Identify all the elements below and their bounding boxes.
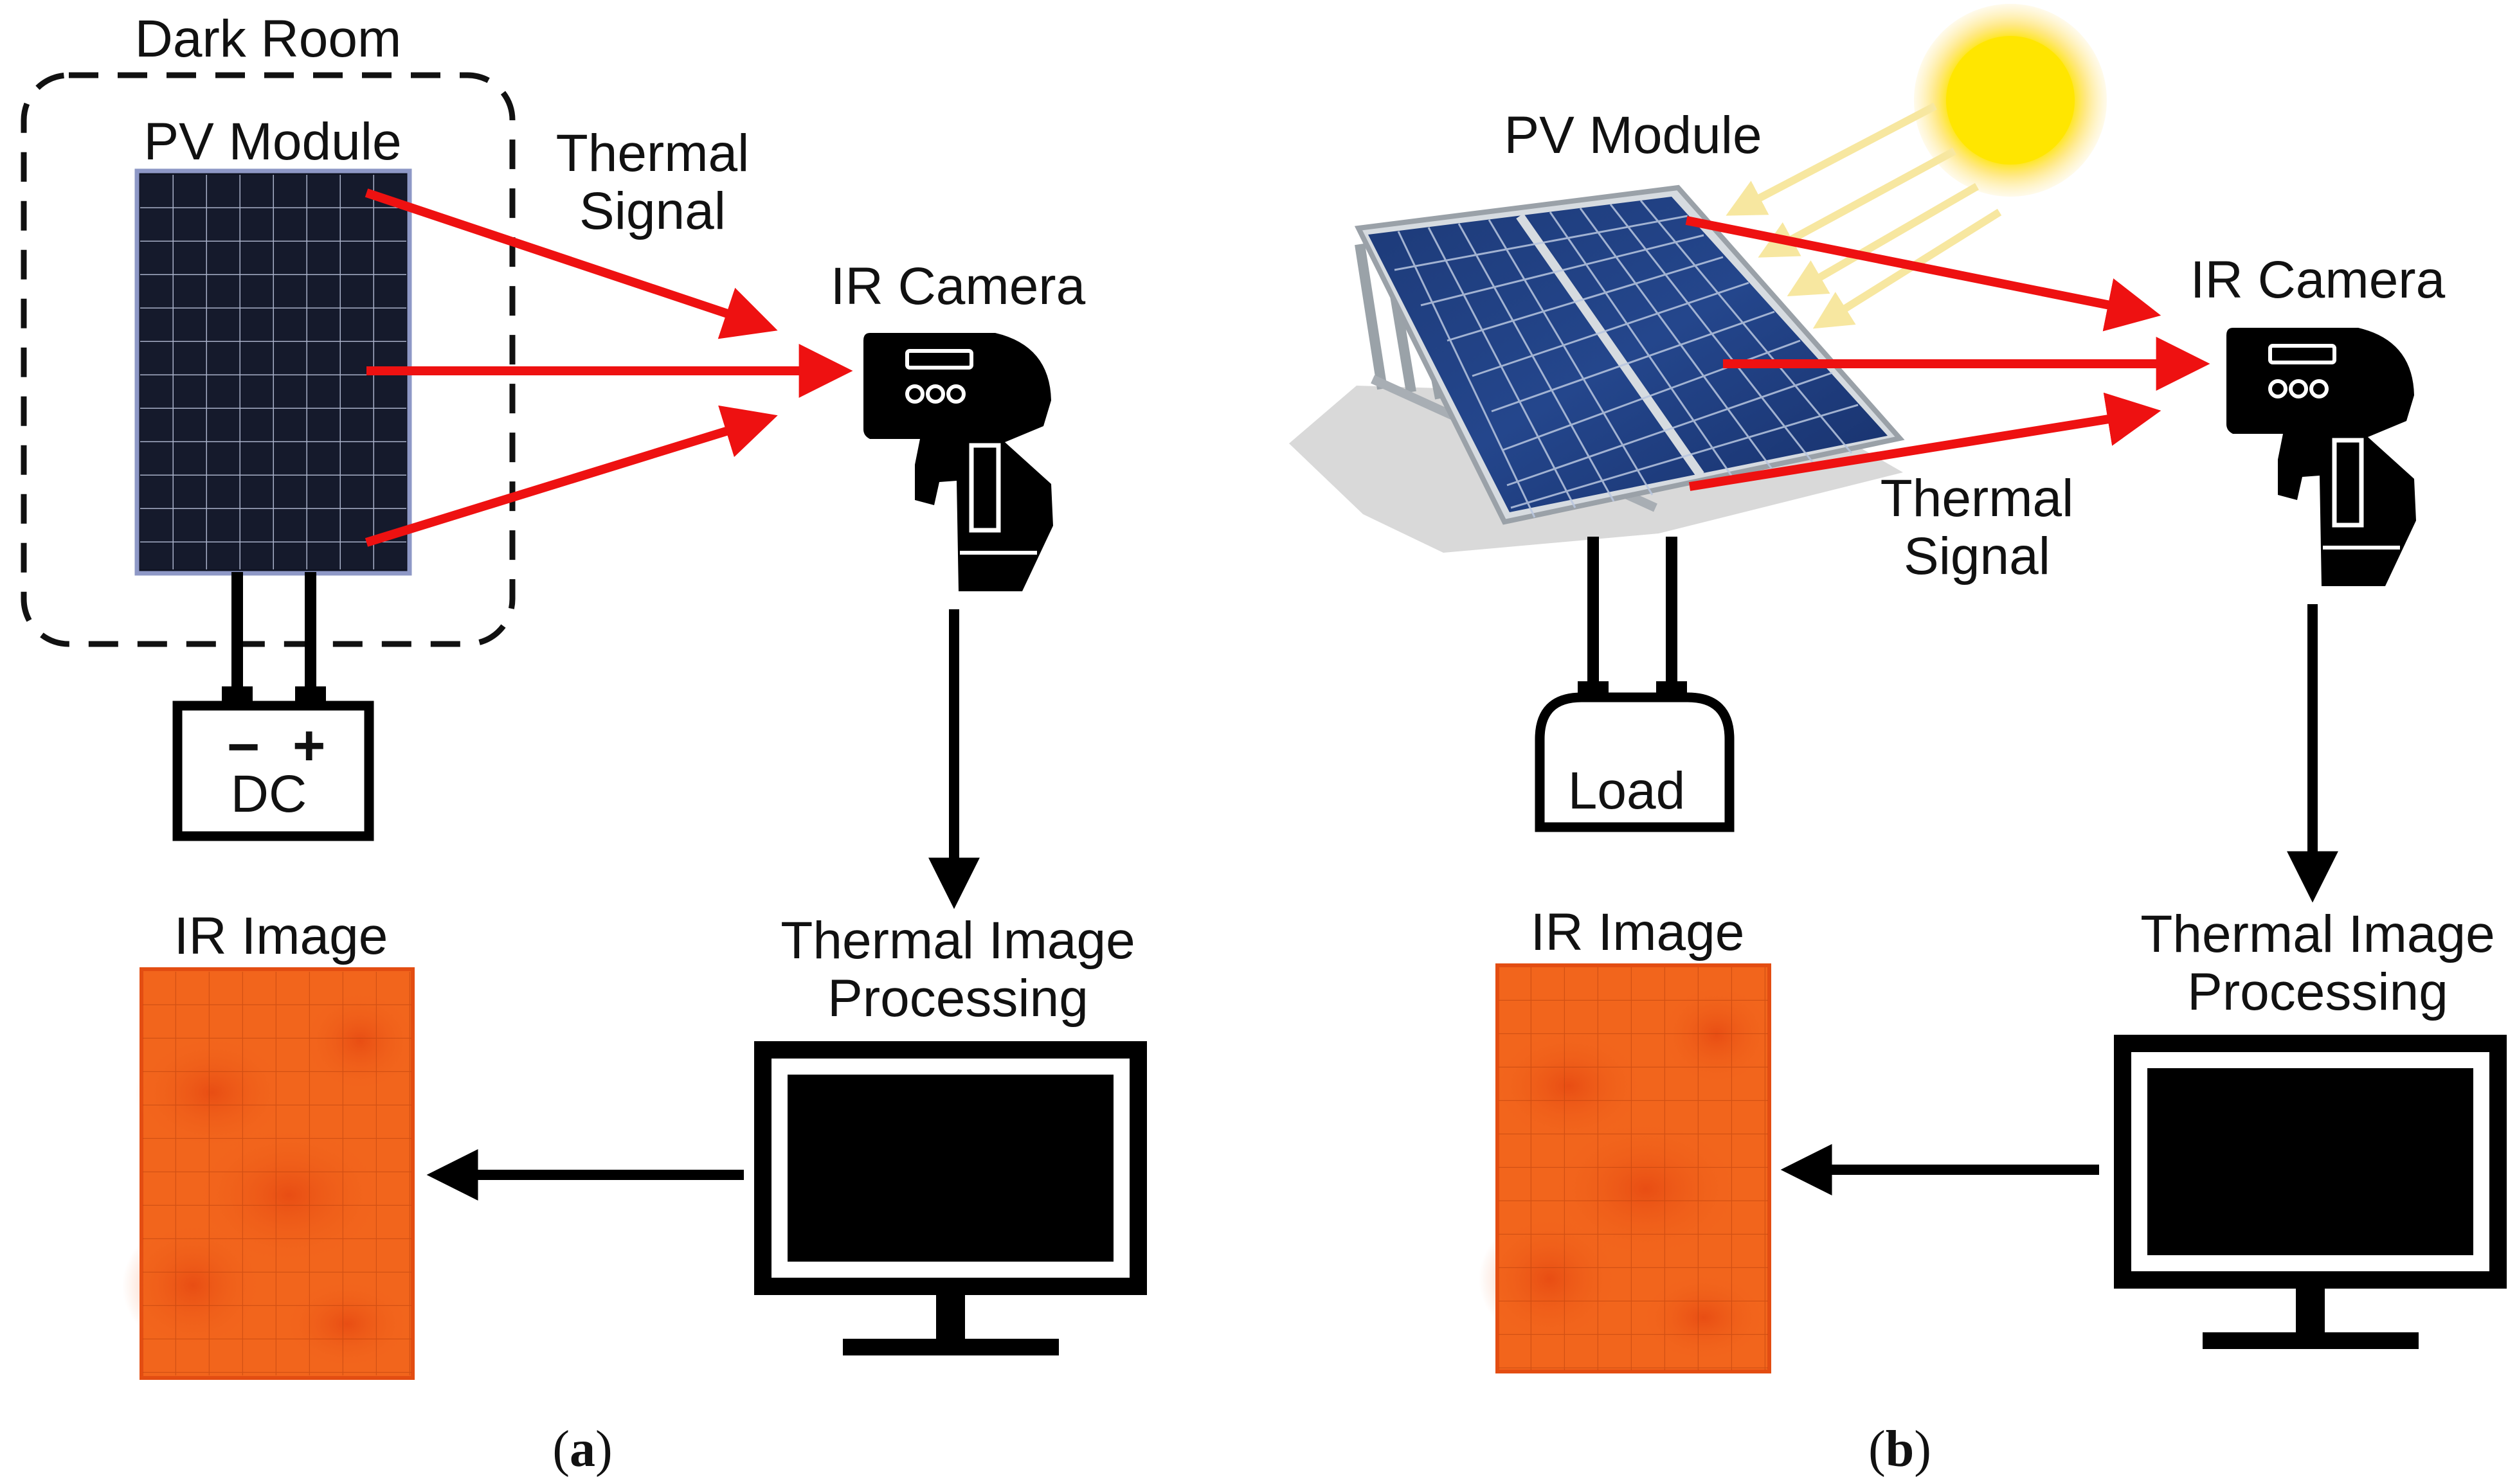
thermal-signal-arrows-b — [1685, 216, 2210, 491]
ir-image-label-a: IR Image — [174, 907, 388, 965]
load-wires — [1578, 537, 1687, 698]
processing-label-b-line2: Processing — [2187, 963, 2448, 1021]
dc-wires — [222, 572, 326, 704]
dc-plus-symbol: + — [293, 713, 326, 777]
processing-label-b-line1: Thermal Image — [2140, 905, 2495, 963]
processing-label-a-line1: Thermal Image — [780, 911, 1135, 970]
pv-module-label-b: PV Module — [1504, 106, 1762, 165]
pv-module-label-a: PV Module — [143, 112, 402, 171]
caption-b: (b) — [1868, 1421, 1931, 1478]
ir-image-b — [1479, 963, 1774, 1373]
thermal-signal-label-b-line1: Thermal — [1880, 469, 2074, 528]
dc-label: DC — [230, 765, 307, 823]
thermal-signal-label-a-line2: Signal — [579, 182, 726, 240]
load-box — [1535, 692, 1735, 832]
monitor-icon-a — [754, 1041, 1147, 1355]
signal-arrow-b-bottom — [1688, 392, 2161, 491]
thermal-signal-label-b-line2: Signal — [1904, 527, 2050, 586]
dark-room-label: Dark Room — [134, 10, 402, 68]
thermal-signal-label-a-line1: Thermal — [555, 124, 750, 183]
signal-arrow-a-top — [365, 188, 778, 339]
signal-arrow-b-top — [1685, 216, 2161, 332]
load-label: Load — [1567, 762, 1686, 820]
ir-image-a — [122, 967, 418, 1380]
processing-label-a-line2: Processing — [827, 969, 1088, 1028]
pv-module-b — [1289, 184, 1905, 553]
ir-camera-label-b: IR Camera — [2190, 251, 2446, 309]
caption-a: (a) — [552, 1421, 613, 1478]
dc-minus-symbol: − — [227, 715, 260, 778]
signal-arrow-a-bottom — [365, 405, 778, 547]
ir-camera-label-a: IR Camera — [830, 257, 1086, 316]
ir-camera-icon-b — [2226, 328, 2416, 586]
dc-source-box — [172, 701, 374, 841]
thermal-signal-arrows-a — [365, 188, 853, 547]
ir-camera-icon-a — [863, 333, 1053, 591]
ir-image-label-b: IR Image — [1530, 903, 1745, 961]
sun-icon — [1914, 4, 2107, 197]
pv-module-a — [134, 168, 412, 576]
monitor-icon-b — [2114, 1035, 2507, 1349]
sun-rays — [1726, 102, 2002, 329]
dark-room-boundary — [21, 72, 516, 647]
